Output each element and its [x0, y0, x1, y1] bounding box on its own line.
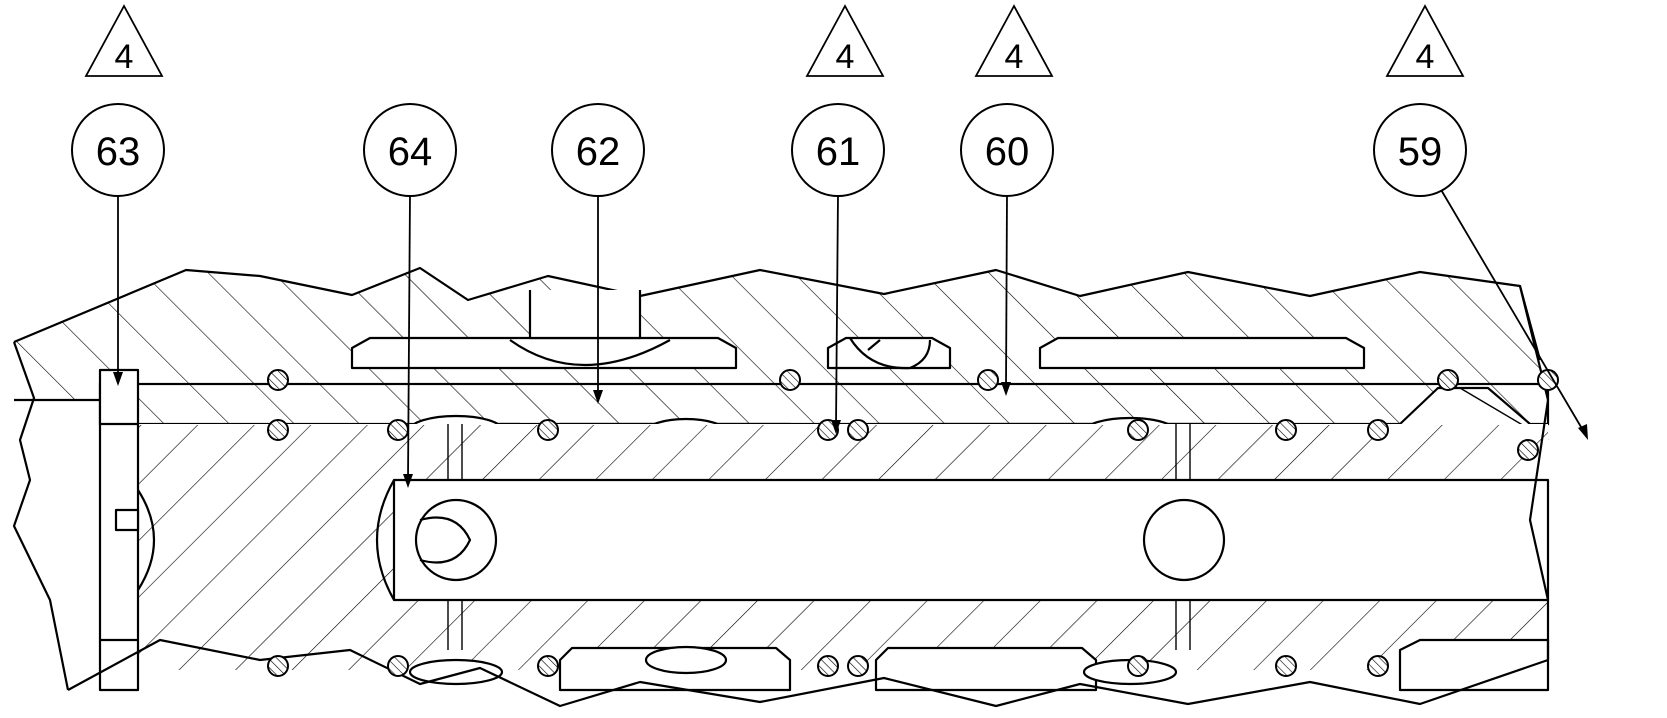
end-cap [14, 368, 155, 692]
callout-62-label: 62 [576, 130, 621, 174]
note-triangle-60-label: 4 [1005, 38, 1024, 76]
note-triangle-63-label: 4 [115, 38, 134, 76]
callout-64-label: 64 [388, 130, 433, 174]
callout-61: 61 [791, 103, 885, 197]
break-line-right [1518, 285, 1550, 660]
note-triangle-61: 4 [805, 4, 885, 77]
note-triangle-63: 4 [84, 4, 164, 77]
note-triangle-59-label: 4 [1416, 38, 1435, 76]
callout-60-label: 60 [985, 130, 1030, 174]
note-triangle-61-label: 4 [836, 38, 855, 76]
callout-61-label: 61 [816, 130, 861, 174]
note-triangle-59: 4 [1385, 4, 1465, 77]
callout-64: 64 [363, 103, 457, 197]
o-rings [267, 369, 1559, 677]
callout-62: 62 [551, 103, 645, 197]
callout-59: 59 [1373, 103, 1467, 197]
break-line-left [12, 341, 70, 691]
break-line-bottom [67, 638, 1549, 708]
note-triangle-60: 4 [974, 4, 1054, 77]
spool-section [138, 424, 1550, 692]
callout-63-label: 63 [96, 130, 141, 174]
callout-59-label: 59 [1398, 130, 1443, 174]
callout-60: 60 [960, 103, 1054, 197]
callout-63: 63 [71, 103, 165, 197]
leader-lines [113, 187, 1588, 488]
